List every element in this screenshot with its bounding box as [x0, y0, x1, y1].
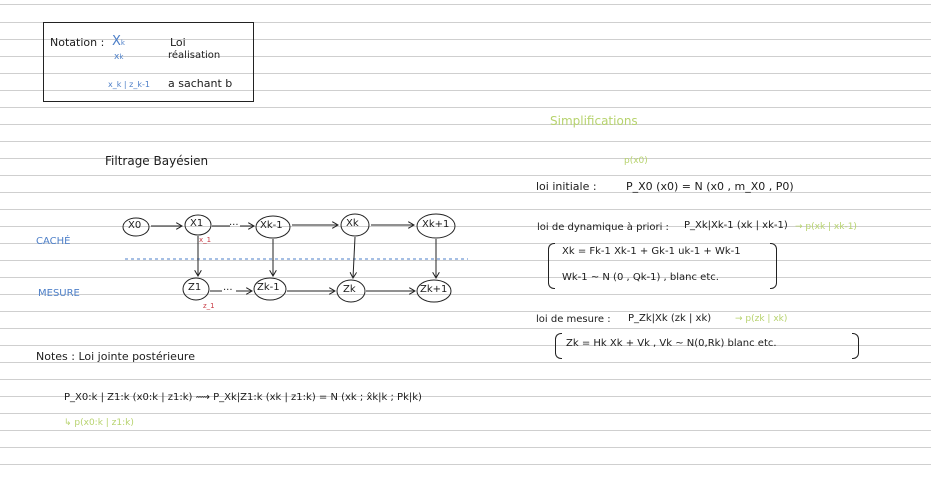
- measure-label-zk+1: Zk+1: [420, 284, 448, 295]
- notes-formula: P_X0:k | Z1:k (x0:k | z1:k) ⟿ P_Xk|Z1:k …: [64, 392, 422, 403]
- measure-node-zk-1: [253, 277, 287, 301]
- state-dots: ...: [229, 217, 239, 228]
- measure-dots: ...: [223, 282, 233, 293]
- notation-box: [43, 22, 254, 102]
- measure-law-note: → p(zk | xk): [735, 314, 788, 324]
- measure-label-z1: Z1: [188, 282, 202, 293]
- measure-node-z1: [182, 277, 210, 301]
- z1-realisation-note: z_1: [203, 302, 215, 310]
- state-node-xk-1: [255, 215, 291, 239]
- notes-title: Notes : Loi jointe postérieure: [36, 350, 195, 363]
- measure-right-bracket: [852, 333, 859, 359]
- dynamic-equation: Xk = Fk-1 Xk-1 + Gk-1 uk-1 + Wk-1: [562, 246, 741, 257]
- measure-equation: Zk = Hk Xk + Vk , Vk ~ N(0,Rk) blanc etc…: [566, 338, 777, 349]
- law-label: Loi: [170, 36, 186, 49]
- state-label-xk+1: Xk+1: [422, 219, 450, 230]
- state-node-x1: [184, 214, 212, 236]
- initial-law-formula: P_X0 (x0) = N (x0 , m_X0 , P0): [626, 180, 794, 193]
- dynamic-law-note: → p(xk | xk-1): [795, 222, 857, 232]
- measure-left-bracket: [555, 333, 562, 359]
- state-node-x0: [122, 217, 150, 237]
- measure-label-zk-1: Zk-1: [257, 282, 280, 293]
- state-node-xk+1: [416, 213, 456, 239]
- measure-node-zk+1: [416, 279, 452, 303]
- measure-label: MESURE: [38, 288, 80, 299]
- notes-green-note: ↳ p(x0:k | z1:k): [64, 418, 134, 428]
- hidden-label: CACHÉ: [36, 236, 71, 247]
- dynamic-law-label: loi de dynamique à priori :: [537, 222, 669, 233]
- measure-law-label: loi de mesure :: [536, 314, 611, 325]
- measure-node-zk: [336, 279, 366, 303]
- conditional-symbol: x_k | z_k-1: [108, 80, 150, 89]
- dynamic-noise: Wk-1 ~ N (0 , Qk-1) , blanc etc.: [562, 272, 719, 283]
- state-label-xk-1: Xk-1: [260, 220, 283, 231]
- state-label-xk: Xk: [346, 218, 359, 229]
- x1-realisation-note: x_1: [199, 236, 212, 244]
- dynamic-left-bracket: [548, 243, 555, 289]
- initial-law-note: p(x0): [624, 156, 648, 166]
- realisation-symbol: xk: [114, 52, 124, 62]
- conditional-label: a sachant b: [168, 77, 233, 90]
- dynamic-right-bracket: [770, 243, 777, 289]
- realisation-label: réalisation: [168, 50, 221, 61]
- filtering-title: Filtrage Bayésien: [105, 154, 209, 168]
- simplifications-heading: Simplifications: [550, 114, 638, 128]
- state-node-xk: [340, 213, 370, 237]
- measure-law-formula: P_Zk|Xk (zk | xk): [628, 313, 712, 324]
- notation-title: Notation :: [50, 36, 105, 49]
- measure-label-zk: Zk: [343, 284, 356, 295]
- dynamic-law-formula: P_Xk|Xk-1 (xk | xk-1): [684, 220, 788, 231]
- law-symbol: Xk: [112, 34, 125, 49]
- state-label-x1: X1: [190, 218, 204, 229]
- initial-law-label: loi initiale :: [536, 180, 597, 193]
- state-label-x0: X0: [128, 220, 142, 231]
- arrow-xk-zk: [353, 236, 355, 278]
